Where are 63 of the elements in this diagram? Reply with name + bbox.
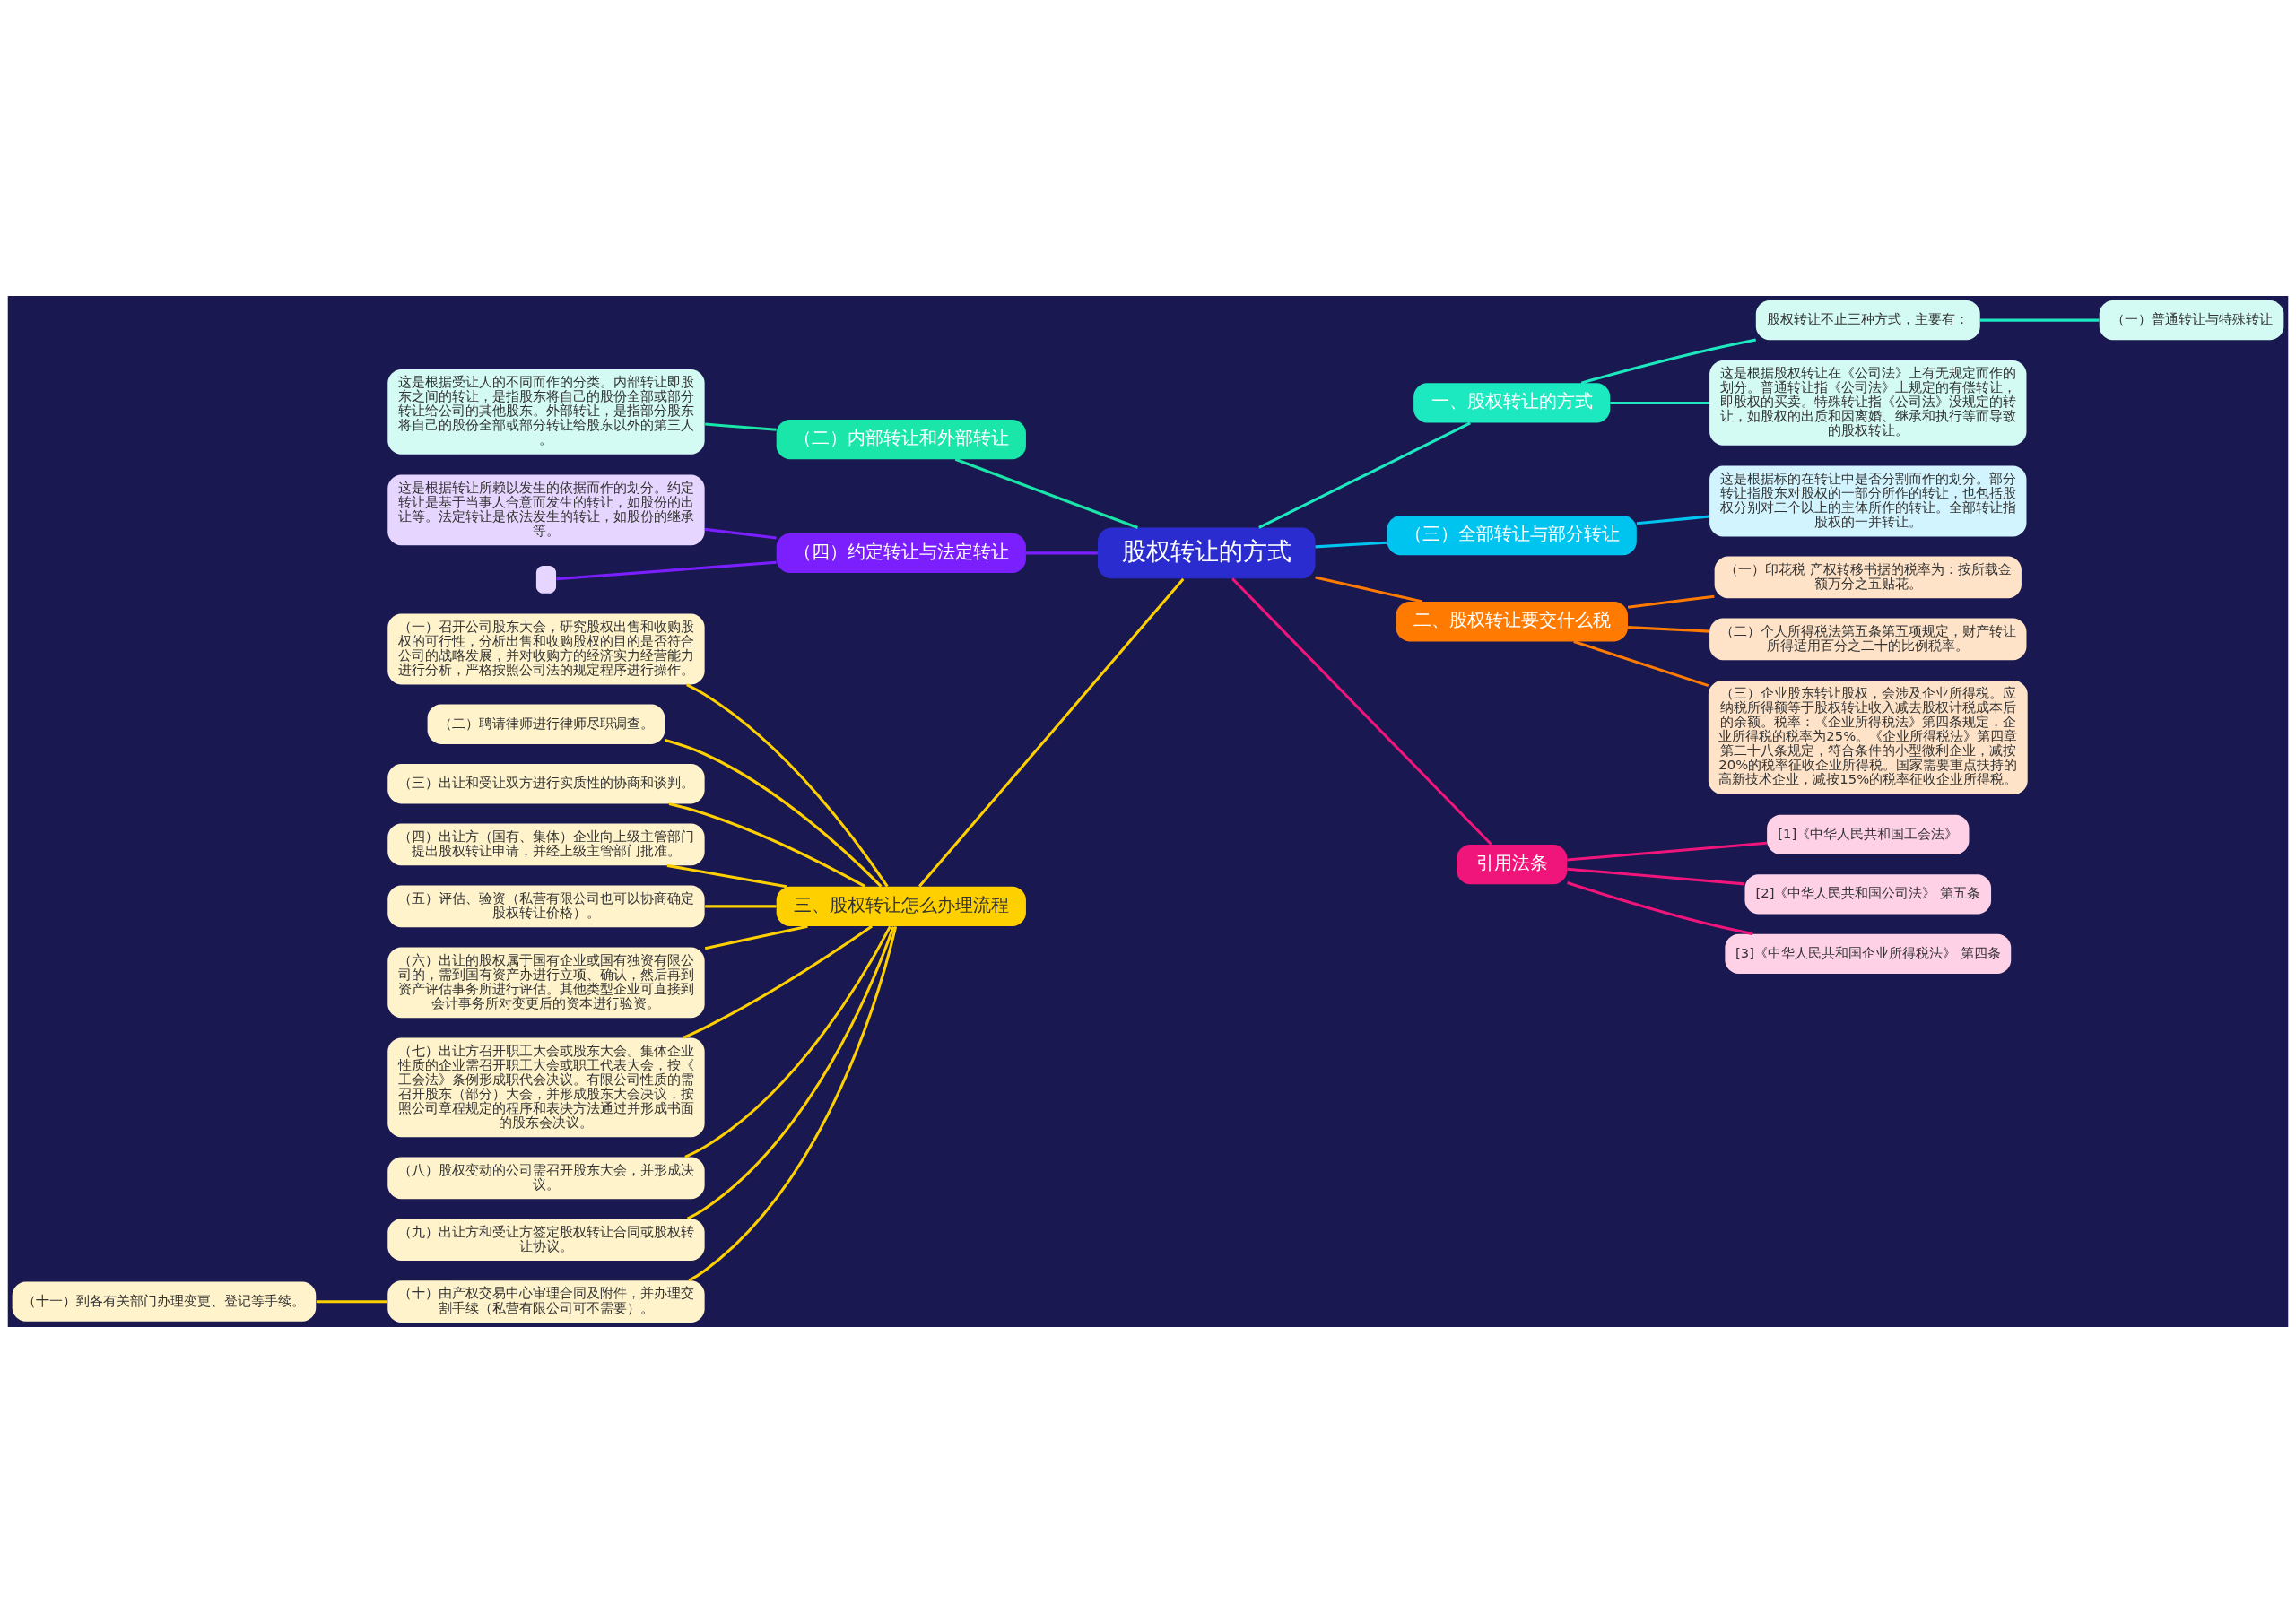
connector — [688, 925, 898, 1281]
node-box: （三）全部转让与部分转让 — [1387, 515, 1637, 555]
connector — [1628, 625, 1710, 633]
node-box: 二、股权转让要交什么税 — [1396, 601, 1628, 641]
node-box: （一）召开公司股东大会，研究股权出售和收购股权的可行性，分析出售和收购股权的目的是否符合公司的战略发展，并对收购方的经济实力经营能力进行分析，严格按照公司法的规定程序进行操作。 — [387, 613, 705, 684]
connector — [686, 925, 895, 1220]
connector — [1315, 576, 1423, 603]
connector — [683, 924, 874, 1039]
node-box: 这是根据标的在转让中是否分割而作的划分。部分转让指股东对股权的一部分所作的转让，也包括股权分别对二个以上的主体所作的转让。全部转让指股权的一并转让。 — [1709, 465, 2027, 536]
connector — [1636, 515, 1709, 525]
connector — [705, 422, 777, 431]
connector — [1610, 401, 1709, 404]
node-box: 股权转让的方式 — [1098, 527, 1316, 578]
node-box: （二）内部转让和外部转让 — [776, 419, 1026, 459]
node-box: 这是根据转让所赖以发生的依据而作的划分。约定转让是基于当事人合意而发生的转让，如股份的出让等。法定转让是依法发生的转让，如股份的继承等。 — [387, 473, 705, 545]
node-box: [2]《中华人民共和国公司法》 第五条 — [1744, 873, 1992, 914]
node-box: （八）股权变动的公司需召开股东大会，并形成决议。 — [387, 1156, 705, 1199]
node-box: 引用法条 — [1457, 844, 1568, 884]
connector — [684, 925, 891, 1158]
node-box: （三）出让和受让双方进行实质性的协商和谈判。 — [387, 763, 705, 803]
node-box: [3]《中华人民共和国企业所得税法》 第四条 — [1725, 933, 2012, 974]
connector — [705, 527, 777, 540]
connector — [1627, 594, 1715, 609]
connector — [1573, 639, 1709, 687]
connector — [1567, 880, 1753, 935]
node-box: （一）普通转让与特殊转让 — [2099, 299, 2284, 340]
node-box: 一、股权转让的方式 — [1413, 382, 1611, 423]
connector — [1315, 541, 1387, 548]
connector — [1979, 318, 2100, 322]
node-box: （一）印花税 产权转移书据的税率为：按所载金额万分之五贴花。 — [1714, 556, 2022, 598]
connector — [668, 802, 866, 888]
node-box: （二）个人所得税法第五条第五项规定，财产转让所得适用百分之二十的比例税率。 — [1709, 618, 2027, 660]
node-box: （二）聘请律师进行律师尽职调查。 — [427, 704, 665, 744]
connector — [665, 738, 883, 888]
connector — [705, 904, 777, 907]
node-box: （九）出让方和受让方签定股权转让合同或股权转让协议。 — [387, 1218, 705, 1261]
connector — [666, 863, 787, 888]
connector — [918, 577, 1185, 888]
connector — [686, 682, 889, 887]
node-box: 这是根据受让人的不同而作的分类。内部转让即股东之间的转让，是指股东将自己的股份全部或部分转让给公司的其他股东。外部转让，是指部分股东将自己的股份全部或部分转让给股东以外的第三人。 — [387, 369, 705, 455]
connector — [954, 457, 1139, 529]
node-box: （十）由产权交易中心审理合同及附件，并办理交割手续（私营有限公司可不需要）。 — [387, 1279, 705, 1323]
connector — [1580, 338, 1757, 385]
node-box: （三）企业股东转让股权，会涉及企业所得税。应纳税所得额等于股权转让收入减去股权计税成本后的余额。税率：《企业所得税法》第四条规定，企业所得税的税率为25%。《企业所得税法》第四章第二十八条规定，符合条件的小型微利企业，减按20%的税率征收企业所得税。国家需要重点扶持的高新技术企业，减按15%的税率征收企业所得税。 — [1708, 680, 2028, 794]
node-box — [535, 565, 557, 594]
node-box: 三、股权转让怎么办理流程 — [776, 886, 1026, 926]
connector — [1258, 421, 1471, 529]
connector — [556, 560, 777, 580]
connector — [1567, 867, 1745, 885]
node-box: 股权转让不止三种方式，主要有： — [1755, 299, 1980, 340]
node-box: （五）评估、验资（私营有限公司也可以协商确定股权转让价格）。 — [387, 885, 705, 927]
node-box: （六）出让的股权属于国有企业或国有独资有限公司的，需到国有资产办进行立项、确认，然后再到资产评估事务所进行评估。其他类型企业可直接到会计事务所对变更后的资本进行验资。 — [387, 946, 705, 1018]
node-box: [1]《中华人民共和国工会法》 — [1767, 814, 1970, 854]
node-box: （七）出让方召开职工大会或股东大会。集体企业性质的企业需召开职工大会或职工代表大会，按《工会法》条例形成职代会决议。有限公司性质的需召开股东（部分）大会，并形成股东大会决议，按照公司章程规定的程序和表决方法通过并形成书面的股东会决议。 — [387, 1037, 705, 1137]
node-box: 这是根据股权转让在《公司法》上有无规定而作的划分。普通转让指《公司法》上规定的有偿转让，即股权的买卖。特殊转让指《公司法》没规定的转让，如股权的出质和因离婚、继承和执行等而导致的股权转让。 — [1709, 360, 2027, 446]
connector — [1231, 577, 1492, 846]
connector — [316, 1299, 388, 1303]
node-box: （十一）到各有关部门办理变更、登记等手续。 — [12, 1281, 317, 1322]
connector — [704, 924, 808, 950]
connector — [1026, 551, 1098, 554]
node-box: （四）出让方（国有、集体）企业向上级主管部门提出股权转让申请，并经上级主管部门批准。 — [387, 823, 705, 865]
connector — [1567, 841, 1768, 862]
node-box: （四）约定转让与法定转让 — [776, 533, 1026, 573]
